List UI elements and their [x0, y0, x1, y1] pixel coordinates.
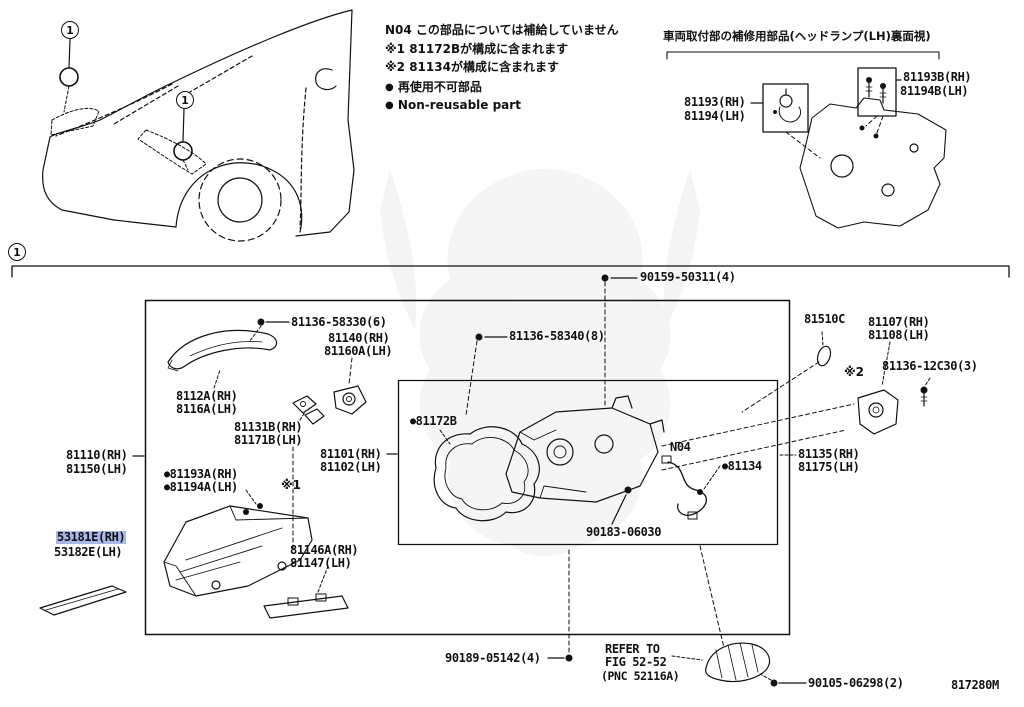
part-drawing-bracket-81146a: [263, 565, 349, 619]
label-90159[interactable]: 90159-50311(4): [640, 270, 736, 284]
label-81136-12c30[interactable]: 81136-12C30(3): [882, 359, 978, 373]
label-refer-to: REFER TO: [605, 642, 660, 656]
callout-1-car-b: 1: [176, 91, 194, 109]
label-90189[interactable]: 90189-05142(4): [445, 651, 541, 665]
nonreusable-bullet-icon: ●: [385, 82, 394, 93]
label-81160a[interactable]: 81160A(LH): [324, 344, 393, 358]
note-nonreusable-jp: ● 再使用不可部品: [385, 81, 482, 94]
label-ref1: ※1: [281, 478, 302, 492]
screw-90159: [601, 274, 638, 407]
section-bracket: [11, 265, 1010, 278]
part-drawing-housing: [386, 395, 665, 503]
part-drawing-clips: [292, 395, 325, 553]
screw-90183: [611, 486, 632, 525]
nonreusable-bullet-icon: ●: [164, 482, 170, 493]
nonreusable-bullet-icon: ●: [385, 100, 394, 111]
part-drawing-trim-strip: [167, 329, 278, 389]
label-81136-58340[interactable]: 81136-58340(8): [509, 329, 605, 343]
part-drawing-garnish-strip: [39, 585, 127, 616]
inner-frame: [397, 379, 779, 546]
callout-1-car-a: 1: [61, 21, 79, 39]
label-81194[interactable]: 81194(LH): [684, 109, 746, 123]
note-n04: N04 この部品については補給していません: [385, 23, 619, 37]
inset-title: 車両取付部の補修用部品(ヘッドランプ(LH)裏面視): [663, 29, 931, 43]
label-81193a-text: 81193A(RH): [169, 467, 239, 481]
label-81110[interactable]: 81110(RH): [66, 448, 128, 462]
label-81510c[interactable]: 81510C: [804, 312, 845, 326]
label-81193b[interactable]: 81193B(RH): [903, 70, 972, 84]
label-81175[interactable]: 81175(LH): [798, 460, 860, 474]
label-90105[interactable]: 90105-06298(2): [808, 676, 904, 690]
screw-81136-58330: [248, 318, 290, 343]
label-8116a[interactable]: 8116A(LH): [176, 402, 238, 416]
label-81140[interactable]: 81140(RH): [328, 331, 390, 345]
part-drawing-harness: [661, 455, 725, 649]
label-81131b[interactable]: 81131B(RH): [234, 420, 303, 434]
label-81136-58330[interactable]: 81136-58330(6): [291, 315, 387, 329]
label-81172b[interactable]: ●81172B: [410, 415, 457, 428]
part-drawing-right-side: [661, 331, 931, 471]
label-81194a[interactable]: ●81194A(LH): [164, 481, 238, 494]
note-ref2: ※2 81134が構成に含まれます: [385, 60, 559, 74]
main-frame: [144, 299, 791, 636]
drawing-number: 817280M: [951, 678, 999, 692]
nonreusable-bullet-icon: ●: [722, 461, 728, 472]
label-81147[interactable]: 81147(LH): [290, 556, 352, 570]
note-nonreusable-jp-text: 再使用不可部品: [397, 80, 482, 94]
nonreusable-bullet-icon: ●: [164, 469, 170, 480]
screw-81136-58340: [465, 333, 508, 416]
label-81107[interactable]: 81107(RH): [868, 315, 930, 329]
label-81193a[interactable]: ●81193A(RH): [164, 468, 238, 481]
label-81172b-text: 81172B: [415, 414, 457, 428]
note-nonreusable-en: ● Non-reusable part: [385, 99, 521, 112]
bottom-fasteners: [547, 547, 807, 687]
label-81146a[interactable]: 81146A(RH): [290, 543, 359, 557]
part-drawing-socket: [333, 357, 367, 415]
label-81193[interactable]: 81193(RH): [684, 95, 746, 109]
inset-diagram: [666, 51, 947, 229]
callout-1-section: 1: [8, 243, 26, 261]
label-ref2: ※2: [844, 365, 865, 379]
car-sketch: [42, 9, 355, 242]
part-drawing-gasket: [433, 426, 540, 522]
label-90183[interactable]: 90183-06030: [586, 525, 662, 539]
label-81150[interactable]: 81150(LH): [66, 462, 128, 476]
label-81101[interactable]: 81101(RH): [320, 447, 382, 461]
label-81108[interactable]: 81108(LH): [868, 328, 930, 342]
label-81194a-text: 81194A(LH): [169, 480, 239, 494]
label-53181e-highlighted[interactable]: 53181E(RH): [56, 530, 127, 544]
label-8112a[interactable]: 8112A(RH): [176, 389, 238, 403]
label-n04: N04: [670, 440, 691, 454]
note-nonreusable-en-text: Non-reusable part: [397, 98, 521, 112]
label-81171b[interactable]: 81171B(LH): [234, 433, 303, 447]
label-53182e[interactable]: 53182E(LH): [54, 545, 123, 559]
part-drawing-headlamp-unit: [132, 455, 313, 597]
note-ref1: ※1 81172Bが構成に含まれます: [385, 42, 569, 56]
label-pnc-52116a: (PNC 52116A): [601, 669, 680, 683]
label-81135[interactable]: 81135(RH): [798, 447, 860, 461]
label-81194b[interactable]: 81194B(LH): [900, 84, 969, 98]
label-81102[interactable]: 81102(LH): [320, 460, 382, 474]
label-81134-text: 81134: [727, 459, 763, 473]
nonreusable-bullet-icon: ●: [410, 416, 416, 427]
label-81134[interactable]: ●81134: [722, 460, 762, 473]
label-fig-52-52[interactable]: FIG 52-52: [605, 655, 667, 669]
